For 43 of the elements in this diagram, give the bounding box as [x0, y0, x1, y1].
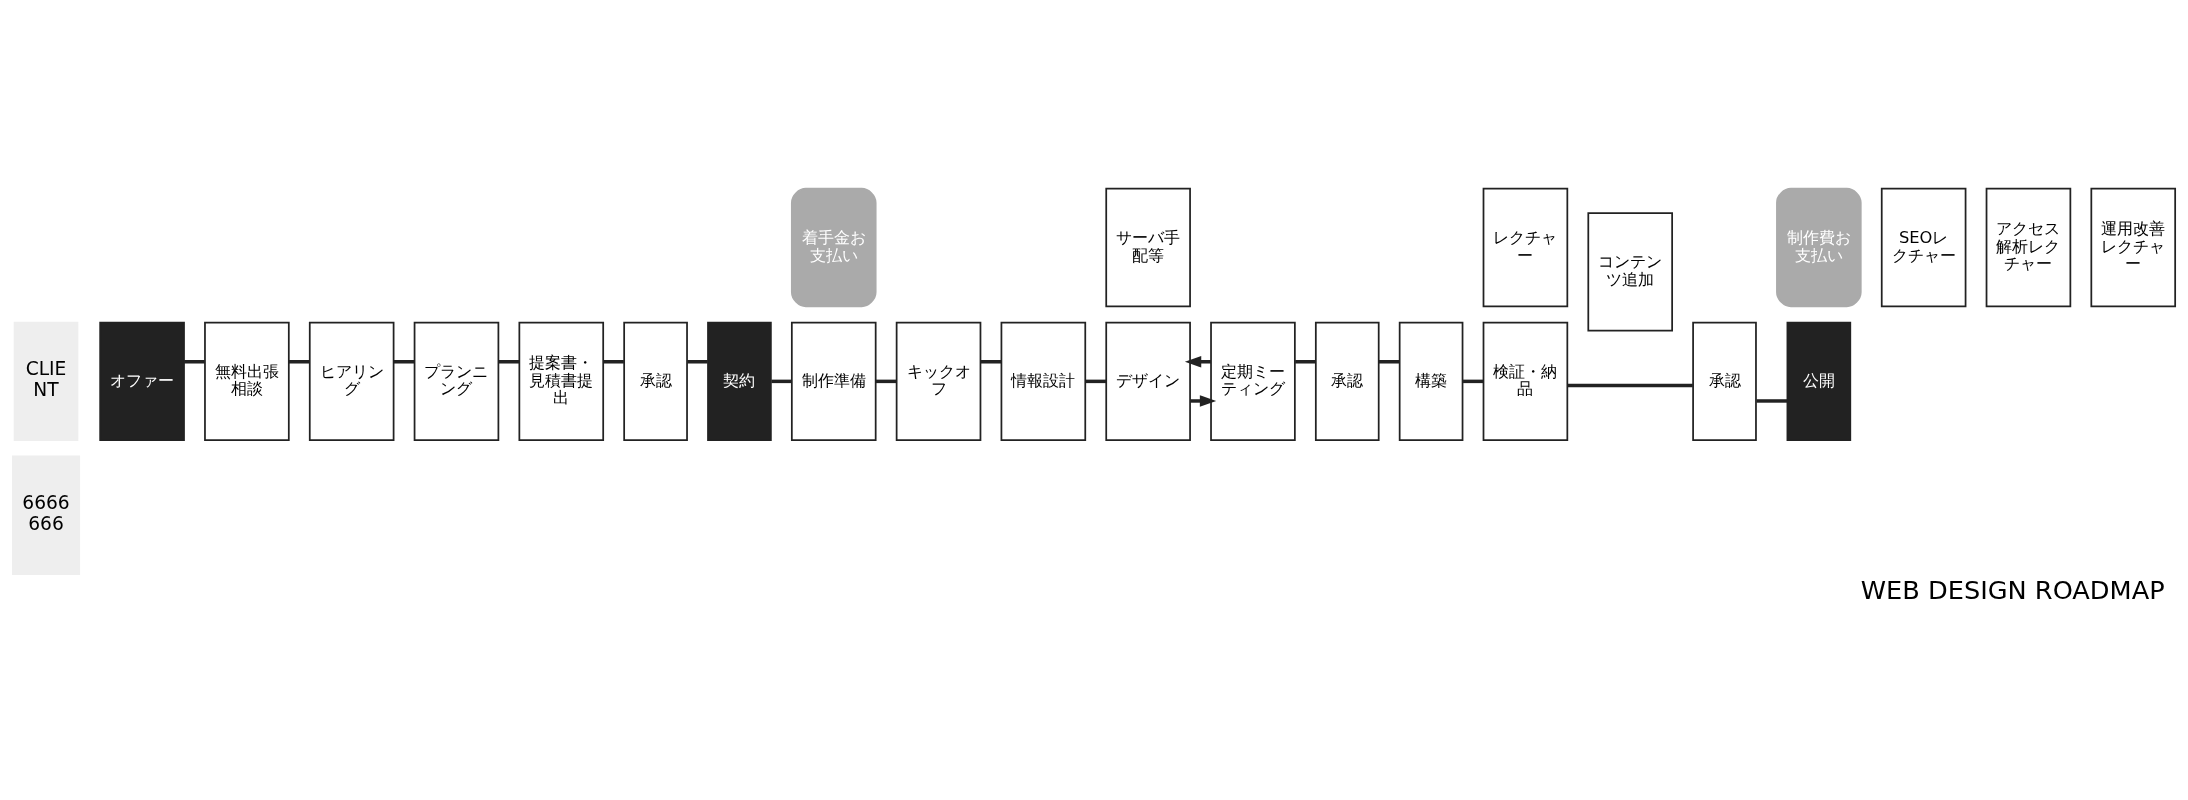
- connector: [1378, 360, 1400, 364]
- node-box: 情報設計: [1000, 321, 1087, 442]
- connector: [1085, 379, 1107, 384]
- node-box: 承認: [623, 321, 688, 442]
- node-box: デザイン: [1105, 321, 1191, 442]
- node-box: コンテンツ追加: [1587, 212, 1673, 332]
- node-box: 検証・納品: [1482, 321, 1569, 442]
- node-box: 承認: [1692, 321, 1757, 442]
- node-box: ヒアリング: [308, 321, 395, 442]
- connector: [687, 360, 708, 364]
- connector: [1295, 360, 1316, 364]
- node-box: 公開: [1786, 321, 1852, 442]
- node-box: キックオフ: [895, 321, 982, 442]
- arrow: [1184, 356, 1211, 368]
- connector: [1567, 383, 1693, 388]
- connector: [1463, 379, 1484, 384]
- node-box: 定期ミーティング: [1210, 321, 1296, 442]
- diagram-title: WEB DESIGN ROADMAP: [1860, 575, 2165, 606]
- connector: [771, 379, 792, 384]
- node-box: 制作準備: [790, 321, 877, 442]
- node-box: 契約: [707, 321, 772, 442]
- node-box: レクチャー: [1482, 187, 1569, 308]
- node-box: 運用改善レクチャー: [2090, 187, 2177, 308]
- node-box: SEOレクチャー: [1880, 187, 1967, 308]
- node-box: 無料出張相談: [204, 321, 290, 442]
- node-box: アクセス解析レクチャー: [1985, 187, 2072, 308]
- node-box: 制作費お支払い: [1776, 187, 1862, 308]
- connector: [498, 360, 520, 364]
- node-box: オファー: [99, 321, 185, 442]
- connector: [980, 360, 1002, 364]
- node-box: プランニング: [413, 321, 500, 442]
- connector: [184, 360, 205, 364]
- node-box: サーバ手配等: [1105, 187, 1191, 308]
- node-box: 承認: [1314, 321, 1380, 442]
- connector: [288, 360, 310, 364]
- arrow: [1190, 395, 1217, 407]
- connector: [393, 360, 415, 364]
- connector: [875, 379, 897, 384]
- node-box: 構築: [1398, 321, 1464, 442]
- connector: [1756, 399, 1788, 403]
- connector: [603, 360, 624, 364]
- node-box: 着手金お支払い: [790, 187, 877, 308]
- node-box: 提案書・見積書提出: [518, 321, 605, 442]
